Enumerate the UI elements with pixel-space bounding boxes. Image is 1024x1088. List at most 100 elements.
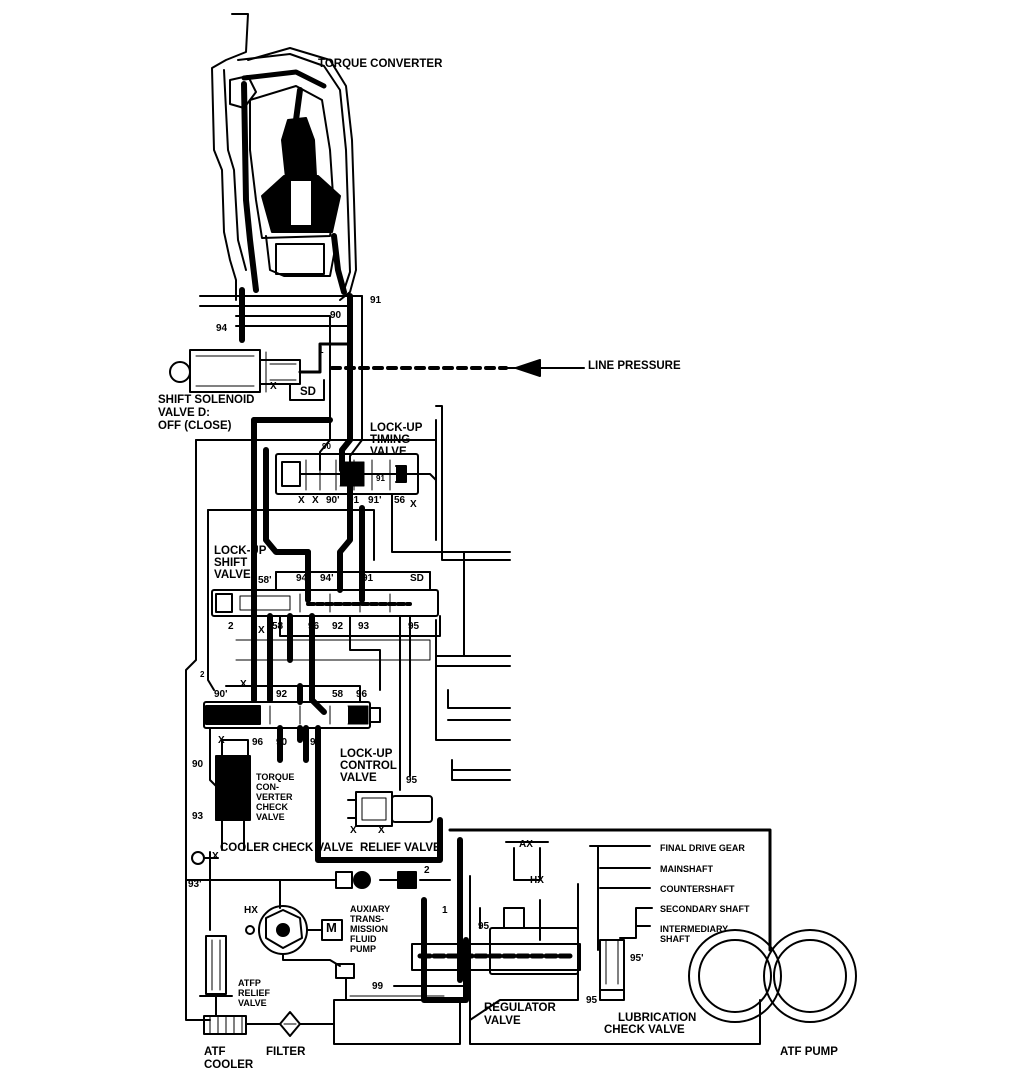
port-shift-91: 91 (362, 573, 374, 584)
port-timing-90p: 90' (326, 495, 340, 506)
port-timing-91: 91 (348, 495, 360, 506)
port-shift-92: 92 (332, 621, 344, 632)
port-relief-x2: X (378, 825, 385, 836)
lubrication-check-valve (589, 845, 653, 1001)
port-ctrl-58: 58 (332, 689, 344, 700)
filter (245, 1011, 335, 1037)
label-tccv-l4: CHECK (256, 802, 289, 812)
port-shift-x: X (258, 625, 265, 636)
auxiliary-pump-assembly (199, 871, 451, 1017)
port-relief-95: 95 (406, 775, 418, 786)
port-timing-x2: X (312, 495, 319, 506)
port-hx2: HX (244, 905, 258, 916)
label-timing-l1: LOCK-UP (370, 422, 423, 434)
port-left-93: 93 (192, 811, 204, 822)
relief-valve (347, 791, 433, 827)
label-aux-l3: MISSION (350, 924, 389, 934)
label-regulator-l1: REGULATOR (484, 1002, 556, 1014)
label-shift-l2: SHIFT (214, 557, 248, 569)
label-tccv-l1: TORQUE (256, 772, 295, 782)
atf-pump (688, 929, 857, 1023)
label-tccv-l2: CON- (256, 782, 279, 792)
port-hx: HX (530, 875, 544, 886)
label-line-pressure: LINE PRESSURE (588, 360, 681, 372)
label-final-drive-gear: FINAL DRIVE GEAR (660, 843, 745, 853)
port-ctrl-2: 2 (200, 670, 205, 679)
label-control-l2: CONTROL (340, 760, 397, 772)
label-aux-l5: PUMP (350, 944, 377, 954)
cooler-check-valve (185, 851, 219, 881)
label-shift-solenoid-l2: VALVE D: (158, 407, 210, 419)
label-countershaft: COUNTERSHAFT (660, 884, 735, 894)
port-relief-x1: X (350, 825, 357, 836)
label-aux-l2: TRANS- (350, 914, 384, 924)
label-tccv-l3: VERTER (256, 792, 293, 802)
port-ax: AX (519, 839, 533, 850)
label-atfp-l1: ATFP (238, 978, 261, 988)
label-shift-l3: VALVE (214, 569, 251, 581)
port-timing-91p: 91' (368, 495, 382, 506)
port-ctrl-96b: 96 (252, 737, 264, 748)
lockup-shift-valve (211, 571, 441, 791)
port-shift-93: 93 (358, 621, 370, 632)
label-torque-converter: TORQUE CONVERTER (318, 58, 443, 70)
port-ctrl-x-top: X (240, 679, 247, 690)
port-reg-1: 1 (442, 905, 448, 916)
port-shift-58: 58 (272, 621, 284, 632)
label-intermediary-shaft-l2: SHAFT (660, 934, 690, 944)
label-atf-cooler-l2: COOLER (204, 1059, 254, 1071)
label-mainshaft: MAINSHAFT (660, 864, 713, 874)
label-cooler-check-valve: COOLER CHECK VALVE (220, 842, 354, 854)
regulator-valve (411, 828, 772, 1045)
port-x-solenoid: X (270, 381, 277, 392)
port-shift-94: 94 (296, 573, 308, 584)
label-filter: FILTER (266, 1046, 306, 1058)
label-lub-l1: LUBRICATION (618, 1012, 697, 1024)
label-timing-l3: VALVE (370, 446, 407, 458)
label-atfp-l3: VALVE (238, 998, 267, 1008)
label-shift-solenoid-l3: OFF (CLOSE) (158, 420, 232, 432)
port-timing-91top: 91 (376, 474, 385, 483)
torque-converter-check-valve (215, 739, 251, 851)
label-secondary-shaft: SECONDARY SHAFT (660, 904, 750, 914)
label-shift-solenoid-l1: SHIFT SOLENOID (158, 394, 255, 406)
label-sd-solenoid: SD (300, 386, 316, 398)
port-ctrl-90p: 90' (214, 689, 228, 700)
torque-converter (211, 13, 357, 301)
port-shift-94p: 94' (320, 573, 334, 584)
line-pressure-arrow (330, 359, 585, 377)
port-ctrl-93: 93 (310, 737, 322, 748)
motor-symbol-label: M (326, 920, 337, 935)
port-reg-95: 95 (478, 921, 490, 932)
port-99: 99 (372, 981, 384, 992)
port-cooler-x: X (212, 851, 219, 862)
port-timing-56: 56 (394, 495, 406, 506)
port-ctrl-96: 96 (356, 689, 368, 700)
label-intermediary-shaft-l1: INTERMEDIARY (660, 924, 729, 934)
label-atfp-l2: RELIEF (238, 988, 271, 998)
label-atf-pump: ATF PUMP (780, 1046, 838, 1058)
port-reg-2: 2 (424, 865, 430, 876)
port-ctrl-90: 90 (276, 737, 288, 748)
port-91-top: 91 (370, 295, 382, 306)
port-94-top: 94 (216, 323, 228, 334)
port-ctrl-92: 92 (276, 689, 288, 700)
label-relief-valve: RELIEF VALVE (360, 842, 441, 854)
port-shift-95: 95 (408, 621, 420, 632)
label-timing-l2: TIMING (370, 434, 411, 446)
port-shift-58p: 58' (258, 575, 272, 586)
port-timing-90: 90 (322, 442, 331, 451)
port-timing-x1: X (298, 495, 305, 506)
port-lub-95: 95 (586, 995, 598, 1006)
label-aux-l4: FLUID (350, 934, 377, 944)
port-shift-2: 2 (228, 621, 234, 632)
label-control-l3: VALVE (340, 772, 377, 784)
port-left-93p: 93' (188, 879, 202, 890)
port-shift-sd: SD (410, 573, 424, 584)
oil-reservoir (333, 977, 471, 1045)
port-shift-96: 96 (308, 621, 320, 632)
lockup-control-valve (203, 683, 443, 863)
port-lub-95p: 95' (630, 953, 644, 964)
label-aux-l1: AUXIARY (350, 904, 391, 914)
label-shift-l1: LOCK-UP (214, 545, 267, 557)
